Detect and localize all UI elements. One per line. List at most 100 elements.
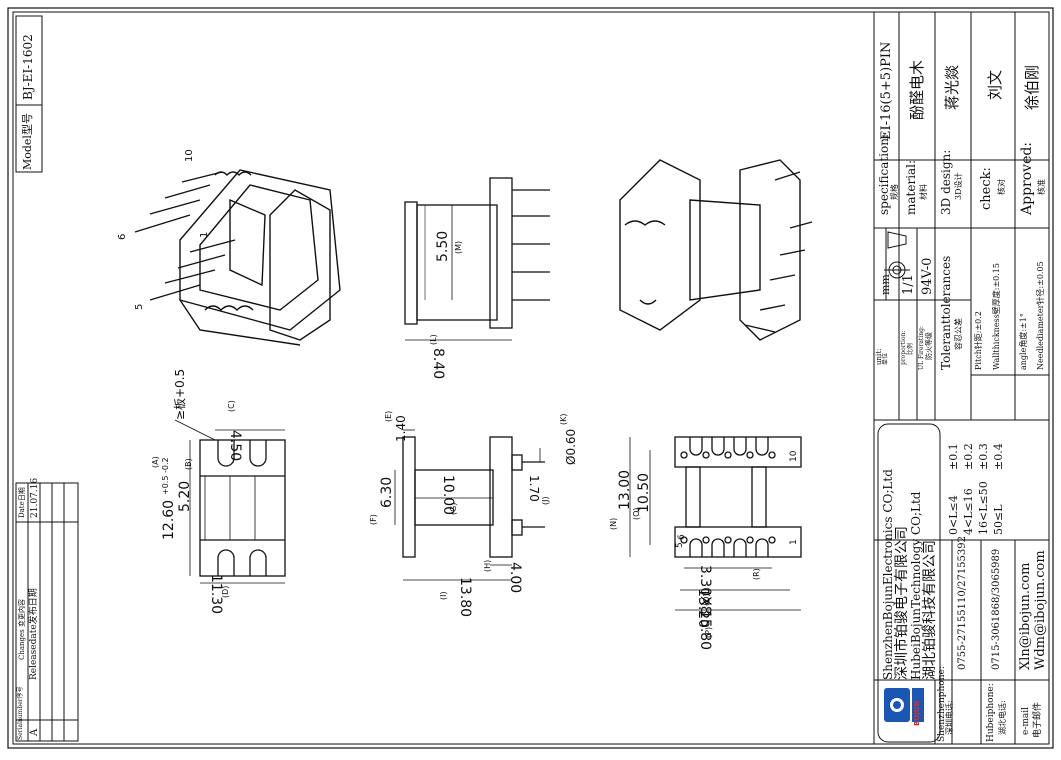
- email-2: Wdm@ibojun.com: [1033, 550, 1048, 670]
- design-label-cn: 3D设计: [954, 172, 963, 200]
- unit-label-cn: 单位: [882, 352, 889, 365]
- rev-row-changes: Releasedate发布日期: [29, 588, 39, 680]
- bottom-pin-5: 5: [675, 542, 685, 548]
- dim-m-label: (M): [454, 240, 463, 254]
- tolerances-title: Toleranttolerances: [939, 255, 953, 370]
- email-label: e-mail: [1021, 706, 1031, 735]
- fire-value: 94V-0: [920, 257, 935, 295]
- tolerance-note-angle: angle角度:±1°: [1019, 313, 1028, 370]
- iso-pin-1: 1: [199, 231, 210, 238]
- tol-range-1: 0<L≤4: [947, 495, 960, 535]
- tol-range-3: 16<L≤50: [977, 481, 990, 535]
- design-label: 3D design:: [939, 149, 953, 215]
- design-value: 蒋光燚: [943, 64, 961, 110]
- rev-row-date: 21.07.16: [30, 477, 40, 518]
- company-shenzhen-cn: 深圳市铂骏电子有限公司: [894, 526, 910, 680]
- approved-value: 徐伯刚: [1023, 64, 1041, 110]
- dim-n-value: 13.00: [617, 469, 633, 510]
- tolerance-note-needle: Needlediameter针径:±0.05: [1036, 261, 1045, 370]
- spec-label-cn: 规格: [890, 184, 899, 200]
- proportion-value: 1/1: [901, 274, 916, 295]
- material-label: material:: [904, 159, 918, 215]
- model-label: Model型号: [21, 113, 34, 170]
- dim-i-value: 13.80: [457, 577, 473, 618]
- dim-m-value: 5.50: [435, 230, 451, 262]
- rev-header-changes: Changes 变更内容: [18, 599, 26, 660]
- bottom-pin-6: 6: [677, 534, 687, 540]
- dim-h-value: 4.00: [507, 562, 523, 594]
- front-view: [394, 429, 545, 581]
- tol-value-4: ±0.4: [992, 443, 1005, 470]
- top-view: [174, 419, 286, 584]
- hubei-phone-value: 0715-3061868/3065989: [991, 548, 1002, 670]
- company-shenzhen-en: ShenzhenBojunElectronics CO;Ltd: [881, 469, 895, 680]
- fire-label-cn: 防火等级: [925, 332, 933, 360]
- tol-value-3: ±0.3: [977, 443, 990, 470]
- iso-pin-5: 5: [134, 303, 145, 310]
- unit-value: mm: [879, 274, 892, 295]
- rev-row-serial: A: [29, 728, 40, 736]
- approved-label: Approved:: [1019, 141, 1035, 215]
- dim-c-value: 4.50: [227, 430, 243, 462]
- tol-range-4: 50≤L: [992, 504, 1005, 535]
- material-label-cn: 材料: [919, 184, 928, 200]
- model-value: BJ-EI-1602: [21, 34, 35, 100]
- dim-a-label: (A): [151, 456, 160, 468]
- dim-h-label: (H): [483, 559, 492, 572]
- rev-header-date: Date日期: [18, 487, 26, 518]
- iso-pin-10: 10: [184, 149, 195, 162]
- dim-i-label: (I): [439, 591, 448, 600]
- hubei-phone-label-cn: 湖北电话:: [998, 700, 1007, 735]
- dim-o-label: (O): [632, 507, 641, 520]
- iso-pin-6: 6: [117, 233, 128, 240]
- dim-a-tol: +0.5 -0.2: [161, 457, 170, 495]
- dim-k-value: Ø0.60: [564, 428, 578, 465]
- shenzhen-phone-label-cn: 深圳电话:: [945, 700, 954, 735]
- email-1: Xln@ibojun.com: [1018, 562, 1033, 670]
- dim-n-label: (N): [609, 517, 618, 530]
- tol-value-2: ±0.2: [962, 443, 975, 470]
- dim-q-label: (Q): [702, 593, 711, 606]
- dim-j-label: (J): [541, 496, 550, 505]
- company-hubei-en: HubeiBojunTechnology CO;Ltd: [909, 491, 923, 680]
- dim-l-label: (L): [429, 334, 438, 345]
- bottom-view: [629, 436, 802, 611]
- dim-a-value: 12.60: [161, 499, 177, 540]
- dim-j-value: 1.70: [527, 475, 541, 502]
- check-label-cn: 核对: [997, 179, 1006, 195]
- rev-header-serial: Serialnumber序号: [17, 686, 24, 740]
- logo-text: BOJUN: [913, 700, 921, 726]
- dim-b-label: (B): [184, 458, 193, 470]
- proportion-label-cn: 比例: [907, 342, 914, 355]
- shenzhen-phone-value: 0755-27155110/27155392: [957, 536, 968, 670]
- dim-l-value: 8.40: [430, 348, 446, 380]
- tol-value-1: ±0.1: [947, 443, 960, 470]
- iso-view-right: [619, 159, 813, 341]
- dim-f-label: (F): [369, 514, 378, 525]
- dim-b-value: 5.20: [177, 480, 193, 512]
- dim-f-value: 6.30: [379, 476, 395, 508]
- dim-d-label: (D): [221, 585, 230, 598]
- dim-c-label: (C): [227, 400, 236, 412]
- iso-view-left: [134, 169, 341, 346]
- bojun-logo: [884, 688, 924, 722]
- dim-p-label: (P): [704, 626, 713, 638]
- check-label: check:: [979, 167, 994, 210]
- tolerance-note-pitch: Pitch针距:±0.2: [974, 311, 983, 370]
- dim-k-label: (K): [559, 413, 568, 426]
- email-label-cn: 电子邮件: [1033, 701, 1043, 738]
- top-view-note: ≥板+0.5: [173, 368, 187, 420]
- dim-e-value: 1.40: [394, 415, 408, 442]
- material-value: 酚醛电木: [908, 59, 926, 120]
- dim-r-label: (R): [752, 568, 761, 580]
- tolerances-title-cn: 容忍公差: [954, 318, 963, 350]
- dim-g-label: (G): [449, 502, 458, 515]
- dim-e-label: (E): [384, 410, 393, 422]
- spec-value: EI-16(5+5)PIN: [879, 41, 894, 140]
- company-hubei-cn: 湖北铂骏科技有限公司: [922, 540, 938, 680]
- hubei-phone-label: Hubeiphone:: [986, 683, 996, 742]
- tol-range-2: 4<L≤16: [962, 488, 975, 535]
- bottom-pin-10: 10: [789, 450, 799, 462]
